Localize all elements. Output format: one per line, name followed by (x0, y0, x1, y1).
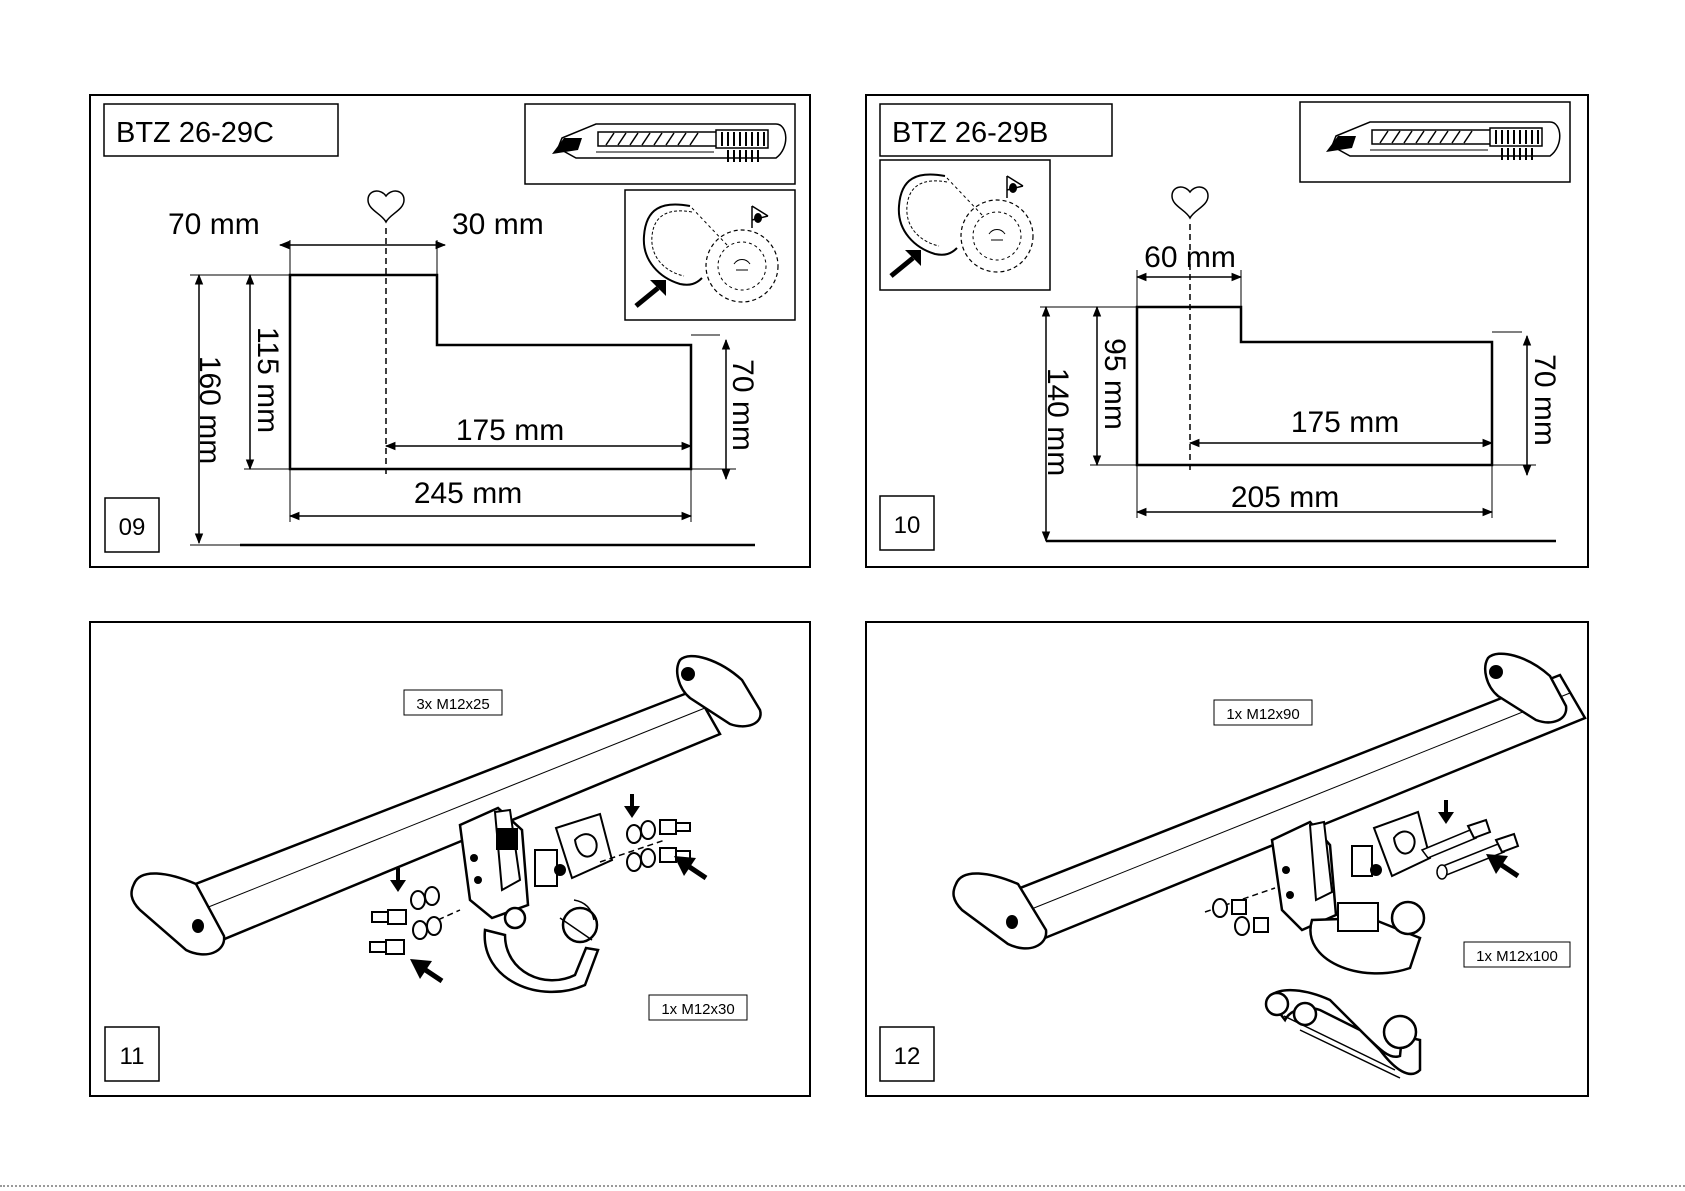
panel-12: 1x M12x90 1x M12x100 12 (866, 622, 1588, 1096)
step-number: 11 (120, 1043, 145, 1070)
bolt-label: 1x M12x90 (1226, 706, 1299, 723)
dim-outer-height: 140 mm (1041, 368, 1074, 476)
dim-inner-width: 175 mm (456, 414, 564, 447)
dim-right-height: 70 mm (726, 359, 759, 451)
dim-right-height: 70 mm (1528, 354, 1561, 446)
dim-inner-height: 95 mm (1098, 338, 1131, 430)
dim-top-width: 60 mm (1144, 241, 1236, 274)
bolt-label: 3x M12x25 (416, 696, 489, 713)
step-number: 09 (119, 514, 146, 541)
model-label: BTZ 26-29B (892, 117, 1048, 149)
dim-total-width: 245 mm (414, 477, 522, 510)
dim-inner-height: 115 mm (251, 327, 284, 433)
page-bottom-rule (0, 1185, 1685, 1187)
dim-top-right: 30 mm (452, 208, 544, 241)
bolt-label: 1x M12x100 (1476, 948, 1558, 965)
utility-knife-icon (1326, 122, 1560, 160)
dim-top-left: 70 mm (168, 208, 260, 241)
utility-knife-icon (552, 124, 786, 162)
panel-11: 3x M12x25 1x M12x30 11 (90, 622, 810, 1096)
model-label: BTZ 26-29C (116, 117, 274, 149)
panel-09: BTZ 26-29C 70 mm 30 mm 160 mm 115 mm 70 … (90, 95, 810, 567)
dim-inner-width: 175 mm (1291, 406, 1399, 439)
panel-10: BTZ 26-29B 60 mm 140 mm 95 mm 70 mm 175 … (866, 95, 1588, 567)
step-number: 10 (894, 512, 921, 539)
dim-outer-height: 160 mm (193, 356, 226, 464)
bolt-label: 1x M12x30 (661, 1001, 734, 1018)
dim-total-width: 205 mm (1231, 481, 1339, 514)
step-number: 12 (894, 1043, 921, 1070)
